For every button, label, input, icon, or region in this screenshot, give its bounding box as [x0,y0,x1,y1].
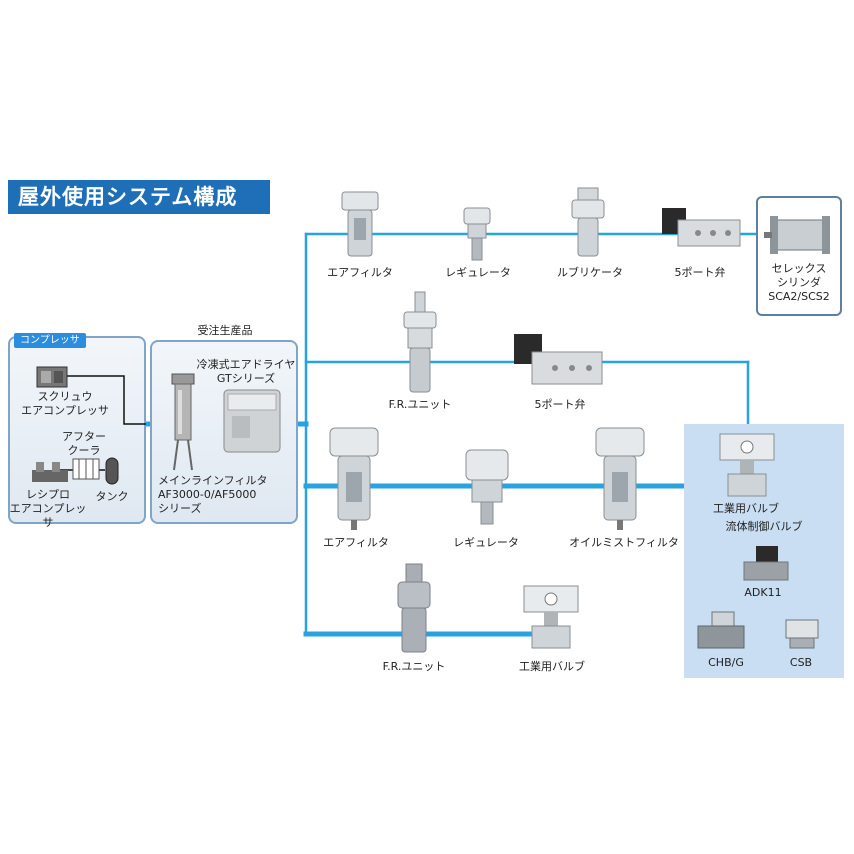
tank-icon [105,457,119,485]
compressor-panel-tag: コンプレッサ [14,333,86,348]
csb-label: CSB [789,656,813,669]
made-to-order-heading: 受注生産品 [197,324,253,337]
adk11-valve-icon [743,546,789,581]
regulator-label: レギュレータ [445,266,511,279]
industrial-valve-label: 工業用バルブ [519,660,585,673]
page-title: 屋外使用システム構成 [8,180,270,214]
fr-unit-2-label: F.R.ユニット [382,660,446,673]
chb-label: CHB/G [708,656,744,669]
lubricator-label: ルブリケータ [557,266,623,279]
air-filter-2-icon [329,427,379,530]
cylinder-label: セレックス シリンダ SCA2/SCS2 [768,262,830,303]
industrial-valve-icon [523,585,579,649]
reciprocating-compressor-label: レシプロ エアコンプレッサ [9,488,87,529]
screw-compressor-icon [36,366,68,388]
aftercooler-icon [72,458,100,480]
compressor-panel [8,336,146,524]
five-port-valve-label: 5ポート弁 [674,266,726,279]
oil-mist-filter-icon [595,427,645,530]
air-dryer-label: 冷凍式エアドライヤ GTシリーズ [196,358,296,385]
reciprocating-compressor-icon [32,462,68,482]
cylinder-icon [764,216,830,254]
screw-compressor-label: スクリュウ エアコンプレッサ [21,390,109,417]
fr-unit-label: F.R.ユニット [388,398,452,411]
air-dryer-icon [223,389,281,453]
lubricator-icon [571,187,605,257]
industrial-valve-2-label: 工業用バルブ [713,502,779,515]
regulator-2-label: レギュレータ [453,536,519,549]
five-port-valve-2-icon [514,334,603,385]
five-port-valve-2-label: 5ポート弁 [534,398,586,411]
air-filter-2-label: エアフィルタ [323,536,389,549]
tank-label: タンク [95,490,129,503]
five-port-valve-icon [662,208,741,247]
air-filter-icon [341,191,379,257]
fluid-control-heading: 流体制御バルブ [725,520,803,533]
chb-valve-icon [697,611,745,649]
adk11-label: ADK11 [744,586,782,599]
mainline-filter-label: メインラインフィルタ AF3000-0/AF5000 シリーズ [158,474,268,515]
regulator-2-icon [465,449,509,525]
fr-unit-icon [403,291,437,393]
mainline-filter-icon [171,373,195,471]
oil-mist-filter-label: オイルミストフィルタ [569,536,679,549]
aftercooler-label: アフター クーラ [62,430,106,457]
csb-valve-icon [785,619,819,649]
regulator-icon [463,207,491,261]
fr-unit-2-icon [397,563,431,653]
industrial-valve-2-icon [719,433,775,497]
air-filter-label: エアフィルタ [327,266,393,279]
